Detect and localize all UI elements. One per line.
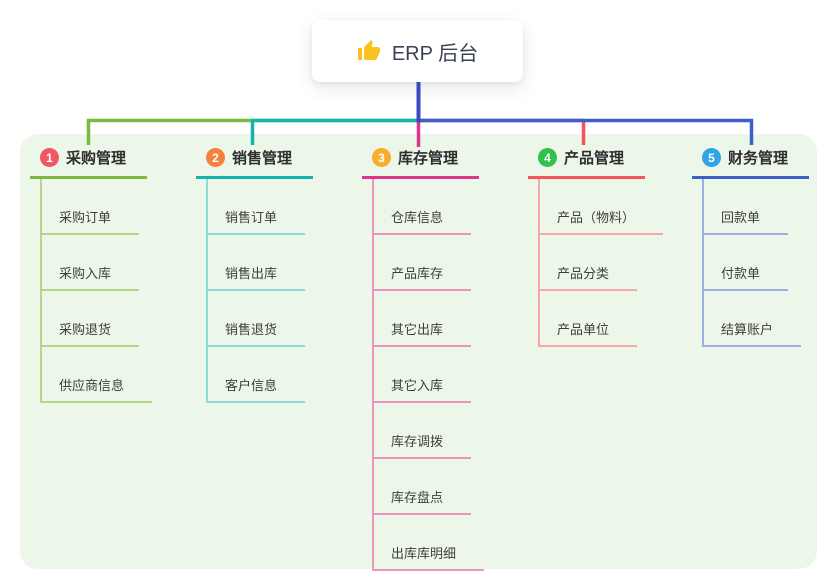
child-node[interactable]: 产品单位	[540, 291, 638, 347]
child-node[interactable]: 采购入库	[42, 235, 140, 291]
branch-label: 库存管理	[398, 150, 459, 167]
branch-number-badge: 4	[538, 148, 557, 167]
child-node[interactable]: 付款单	[704, 235, 789, 291]
branch-product-children: 产品（物料） 产品分类 产品单位	[538, 179, 664, 347]
branch-sales-children: 销售订单 销售出库 销售退货 客户信息	[206, 179, 306, 403]
child-node[interactable]: 销售订单	[208, 179, 306, 235]
root-node[interactable]: ERP 后台	[312, 20, 523, 82]
branch-label: 财务管理	[728, 150, 789, 167]
child-node[interactable]: 采购订单	[42, 179, 140, 235]
branch-sales-title[interactable]: 2 销售管理	[196, 145, 313, 179]
child-node[interactable]: 出库库明细	[374, 515, 485, 571]
branch-label: 销售管理	[232, 150, 293, 167]
child-node[interactable]: 采购退货	[42, 291, 140, 347]
child-node[interactable]: 仓库信息	[374, 179, 472, 235]
branch-purchase: 1 采购管理 采购订单 采购入库 采购退货 供应商信息	[30, 145, 153, 403]
child-node[interactable]: 库存调拨	[374, 403, 472, 459]
child-node[interactable]: 销售退货	[208, 291, 306, 347]
branches-panel	[20, 134, 817, 569]
child-node[interactable]: 客户信息	[208, 347, 306, 403]
root-title: ERP 后台	[391, 42, 479, 65]
child-node[interactable]: 结算账户	[704, 291, 802, 347]
child-node[interactable]: 其它出库	[374, 291, 472, 347]
branch-product-title[interactable]: 4 产品管理	[528, 145, 645, 179]
branch-number-badge: 2	[206, 148, 225, 167]
branch-label: 产品管理	[564, 150, 625, 167]
branch-inventory-children: 仓库信息 产品库存 其它出库 其它入库 库存调拨 库存盘点 出库库明细	[372, 179, 485, 571]
child-node[interactable]: 回款单	[704, 179, 789, 235]
branch-product: 4 产品管理 产品（物料） 产品分类 产品单位	[528, 145, 664, 347]
branch-number-badge: 3	[372, 148, 391, 167]
child-node[interactable]: 库存盘点	[374, 459, 472, 515]
branch-inventory-title[interactable]: 3 库存管理	[362, 145, 479, 179]
branch-finance-title[interactable]: 5 财务管理	[692, 145, 809, 179]
branch-finance: 5 财务管理 回款单 付款单 结算账户	[692, 145, 809, 347]
branch-inventory: 3 库存管理 仓库信息 产品库存 其它出库 其它入库 库存调拨 库存盘点 出库库…	[362, 145, 485, 571]
child-node[interactable]: 产品（物料）	[540, 179, 664, 235]
branch-purchase-children: 采购订单 采购入库 采购退货 供应商信息	[40, 179, 153, 403]
child-node[interactable]: 供应商信息	[42, 347, 153, 403]
child-node[interactable]: 其它入库	[374, 347, 472, 403]
branch-number-badge: 1	[40, 148, 59, 167]
branch-purchase-title[interactable]: 1 采购管理	[30, 145, 147, 179]
child-node[interactable]: 销售出库	[208, 235, 306, 291]
branch-finance-children: 回款单 付款单 结算账户	[702, 179, 802, 347]
thumbs-up-icon	[357, 40, 380, 60]
child-node[interactable]: 产品库存	[374, 235, 472, 291]
thumbs-up-icon-path	[357, 40, 380, 60]
branch-label: 采购管理	[66, 150, 127, 167]
child-node[interactable]: 产品分类	[540, 235, 638, 291]
branch-sales: 2 销售管理 销售订单 销售出库 销售退货 客户信息	[196, 145, 313, 403]
branch-number-badge: 5	[702, 148, 721, 167]
